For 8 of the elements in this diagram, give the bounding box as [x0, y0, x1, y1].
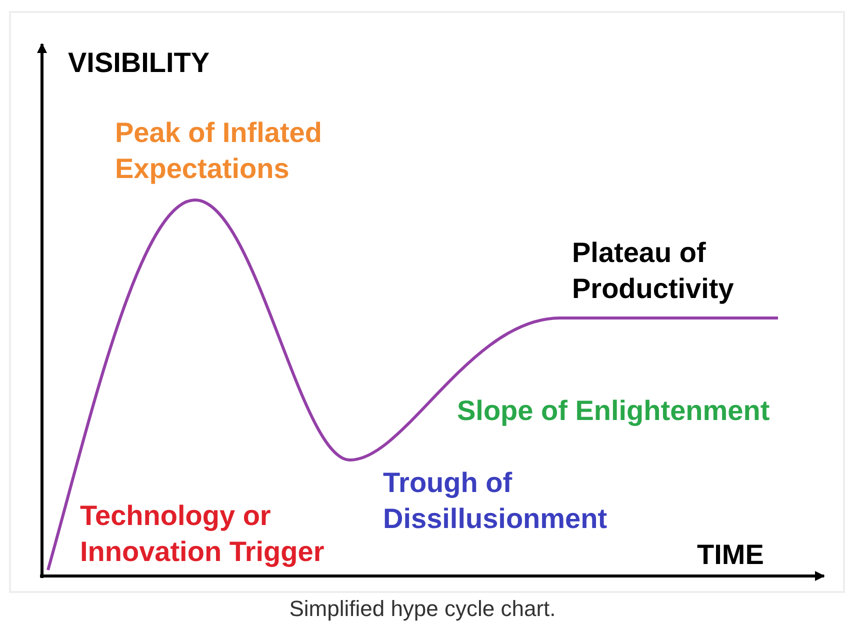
phase-label: Trough of Dissillusionment	[383, 466, 608, 536]
phase-label: Slope of Enlightenment	[457, 394, 771, 428]
caption-text: Simplified hype cycle chart.	[288, 596, 557, 622]
axis-label: VISIBILITY	[68, 46, 211, 80]
axis-label: TIME	[697, 538, 765, 572]
phase-label: Plateau of Productivity	[572, 236, 735, 306]
phase-label: Technology or Innovation Trigger	[80, 499, 326, 569]
phase-label: Peak of Inflated Expectations	[115, 116, 323, 186]
